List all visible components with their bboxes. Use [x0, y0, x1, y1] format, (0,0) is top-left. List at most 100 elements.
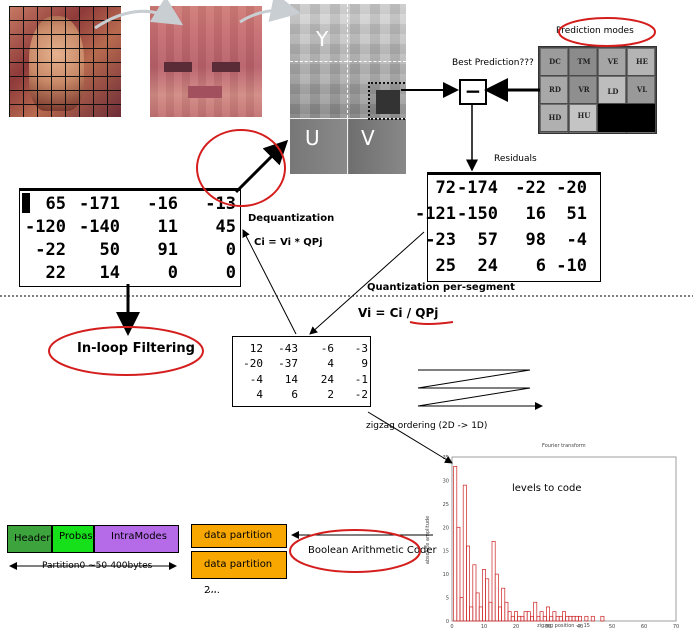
- image-zoom-arrow-2: [239, 0, 301, 24]
- quantization-title: Quantization per-segment: [367, 282, 515, 293]
- matrix-cell: 11: [157, 217, 178, 237]
- histogram-bar: [600, 615, 605, 622]
- x-tick-label: 20: [513, 624, 519, 630]
- matrix-cell: -121: [415, 204, 456, 224]
- matrix-cell: 16: [525, 204, 546, 224]
- matrix-cell: 98: [525, 230, 546, 250]
- matrix-cell: -2: [354, 388, 368, 401]
- v-plane-label: V: [361, 126, 375, 150]
- bitstream-probas-segment: Probas: [52, 525, 94, 553]
- y-plane-label: Y: [316, 27, 329, 51]
- matrix-cell: 0: [225, 240, 236, 260]
- histogram-bar: [584, 615, 589, 622]
- prediction-modes-title: Prediction modes: [556, 26, 634, 36]
- inloop-filter-ellipse: [48, 326, 204, 376]
- subtract-operator: −: [464, 79, 482, 103]
- histogram-bar: [456, 526, 461, 622]
- matrix-cell: 45: [215, 217, 236, 237]
- probas-segment-label: Probas: [59, 531, 93, 542]
- u-plane-label: U: [305, 126, 320, 150]
- quantized-to-dequantized-arrow: [242, 229, 297, 335]
- quantized-matrix: 12 -43 -6 -3 -20 -37 4 9 -4 14 24 -1 4 6…: [232, 336, 371, 407]
- zigzag-label: zigzag ordering (2D -> 1D): [366, 421, 488, 431]
- y-tick-label: 10: [443, 572, 449, 578]
- matrix-cell: -22: [515, 178, 546, 198]
- image-update-ellipse: [196, 129, 286, 207]
- matrix-cell: -37: [278, 357, 298, 370]
- data-partition-2: data partition 2...: [191, 551, 287, 596]
- prediction-modes-ellipse: [558, 17, 656, 47]
- intramodes-segment-label: IntraModes: [111, 531, 167, 542]
- residuals-matrix: 72 -174 -22 -20 -121 -150 16 51 -23 57 9…: [415, 172, 601, 282]
- y-tick-label: 20: [443, 525, 449, 531]
- histogram-bar: [466, 545, 470, 622]
- matrix-cell: 57: [477, 230, 498, 250]
- matrix-cell: -120: [25, 217, 66, 237]
- matrix-cell: -13: [205, 194, 236, 214]
- mode-ld: LD: [607, 87, 619, 96]
- histogram-bar: [546, 606, 550, 622]
- matrix-cell: -174: [457, 178, 498, 198]
- matrix-cell: 24: [477, 256, 498, 276]
- mode-vr: VR: [578, 85, 590, 94]
- matrix-cell: -20: [243, 357, 263, 370]
- histogram-small-title: Fourier transform: [542, 443, 586, 449]
- inloop-filter-label: In-loop Filtering: [77, 341, 195, 356]
- y-tick-label: 15: [443, 549, 449, 555]
- matrix-cell: 65: [45, 194, 66, 214]
- matrix-cell: -4: [566, 230, 587, 250]
- residuals-to-quantized-arrow: [309, 231, 425, 335]
- matrix-cell: 0: [167, 263, 178, 283]
- matrix-cell: -22: [35, 240, 66, 260]
- mode-he: HE: [636, 57, 648, 66]
- y-tick-label: 5: [446, 596, 449, 602]
- matrix-cell: -16: [147, 194, 178, 214]
- prediction-modes-grid: DC TM VE HE RD VR LD VL HD HU: [538, 46, 657, 134]
- matrix-cell: 4: [256, 388, 263, 401]
- dequantized-matrix: 65 -171 -16 -13 -120 -140 11 45 -22 50 9…: [19, 188, 241, 287]
- best-prediction-label: Best Prediction???: [452, 58, 534, 68]
- matrix-cell: 51: [566, 204, 587, 224]
- matrix-cell: -140: [79, 217, 120, 237]
- matrix-cell: 50: [99, 240, 120, 260]
- x-tick-label: 50: [609, 624, 615, 630]
- matrix-cell: 12: [249, 342, 263, 355]
- bitstream-header-segment: Header: [7, 525, 52, 553]
- zigzag-to-histogram-arrow: [367, 411, 453, 464]
- mode-hd: HD: [548, 113, 562, 122]
- mode-ve: VE: [607, 57, 619, 66]
- matrix-cell: 4: [327, 357, 334, 370]
- histogram-bar: [590, 615, 595, 622]
- zigzag-icon: [417, 369, 543, 410]
- residuals-label: Residuals: [494, 154, 537, 164]
- data-partition-2-label: data partition 2...: [204, 559, 273, 596]
- histogram-bar: [485, 578, 490, 622]
- matrix-cell: -4: [249, 373, 263, 386]
- mode-vl: VL: [636, 85, 648, 94]
- matrix-cell: -150: [457, 204, 498, 224]
- yuv-planes-image: [290, 4, 406, 174]
- x-tick-label: 70: [673, 624, 679, 630]
- matrix-cell: 2: [327, 388, 334, 401]
- histogram-bar: [494, 573, 499, 622]
- matrix-cell: 24: [320, 373, 334, 386]
- y-tick-label: 30: [443, 478, 449, 484]
- histogram-bar: [533, 601, 538, 622]
- matrix-cell: 9: [361, 357, 368, 370]
- header-segment-label: Header: [14, 533, 51, 544]
- coder-label: Boolean Arithmetic Coder: [308, 545, 437, 556]
- quantization-formula: Vi = Ci / QPj: [358, 306, 439, 320]
- mode-rd: RD: [549, 85, 561, 94]
- coder-ellipse: [289, 529, 421, 573]
- matrix-cell: 25: [435, 256, 456, 276]
- matrix-cell: 6: [535, 256, 546, 276]
- dequantization-formula: Ci = Vi * QPj: [254, 237, 323, 248]
- mode-tm: TM: [577, 57, 591, 66]
- matrix-cell: -23: [425, 230, 456, 250]
- x-tick-label: 30: [545, 624, 551, 630]
- matrix-cell: -6: [320, 342, 334, 355]
- matrix-cell: -20: [556, 178, 587, 198]
- x-tick-label: 60: [641, 624, 647, 630]
- matrix-cell: -1: [354, 373, 368, 386]
